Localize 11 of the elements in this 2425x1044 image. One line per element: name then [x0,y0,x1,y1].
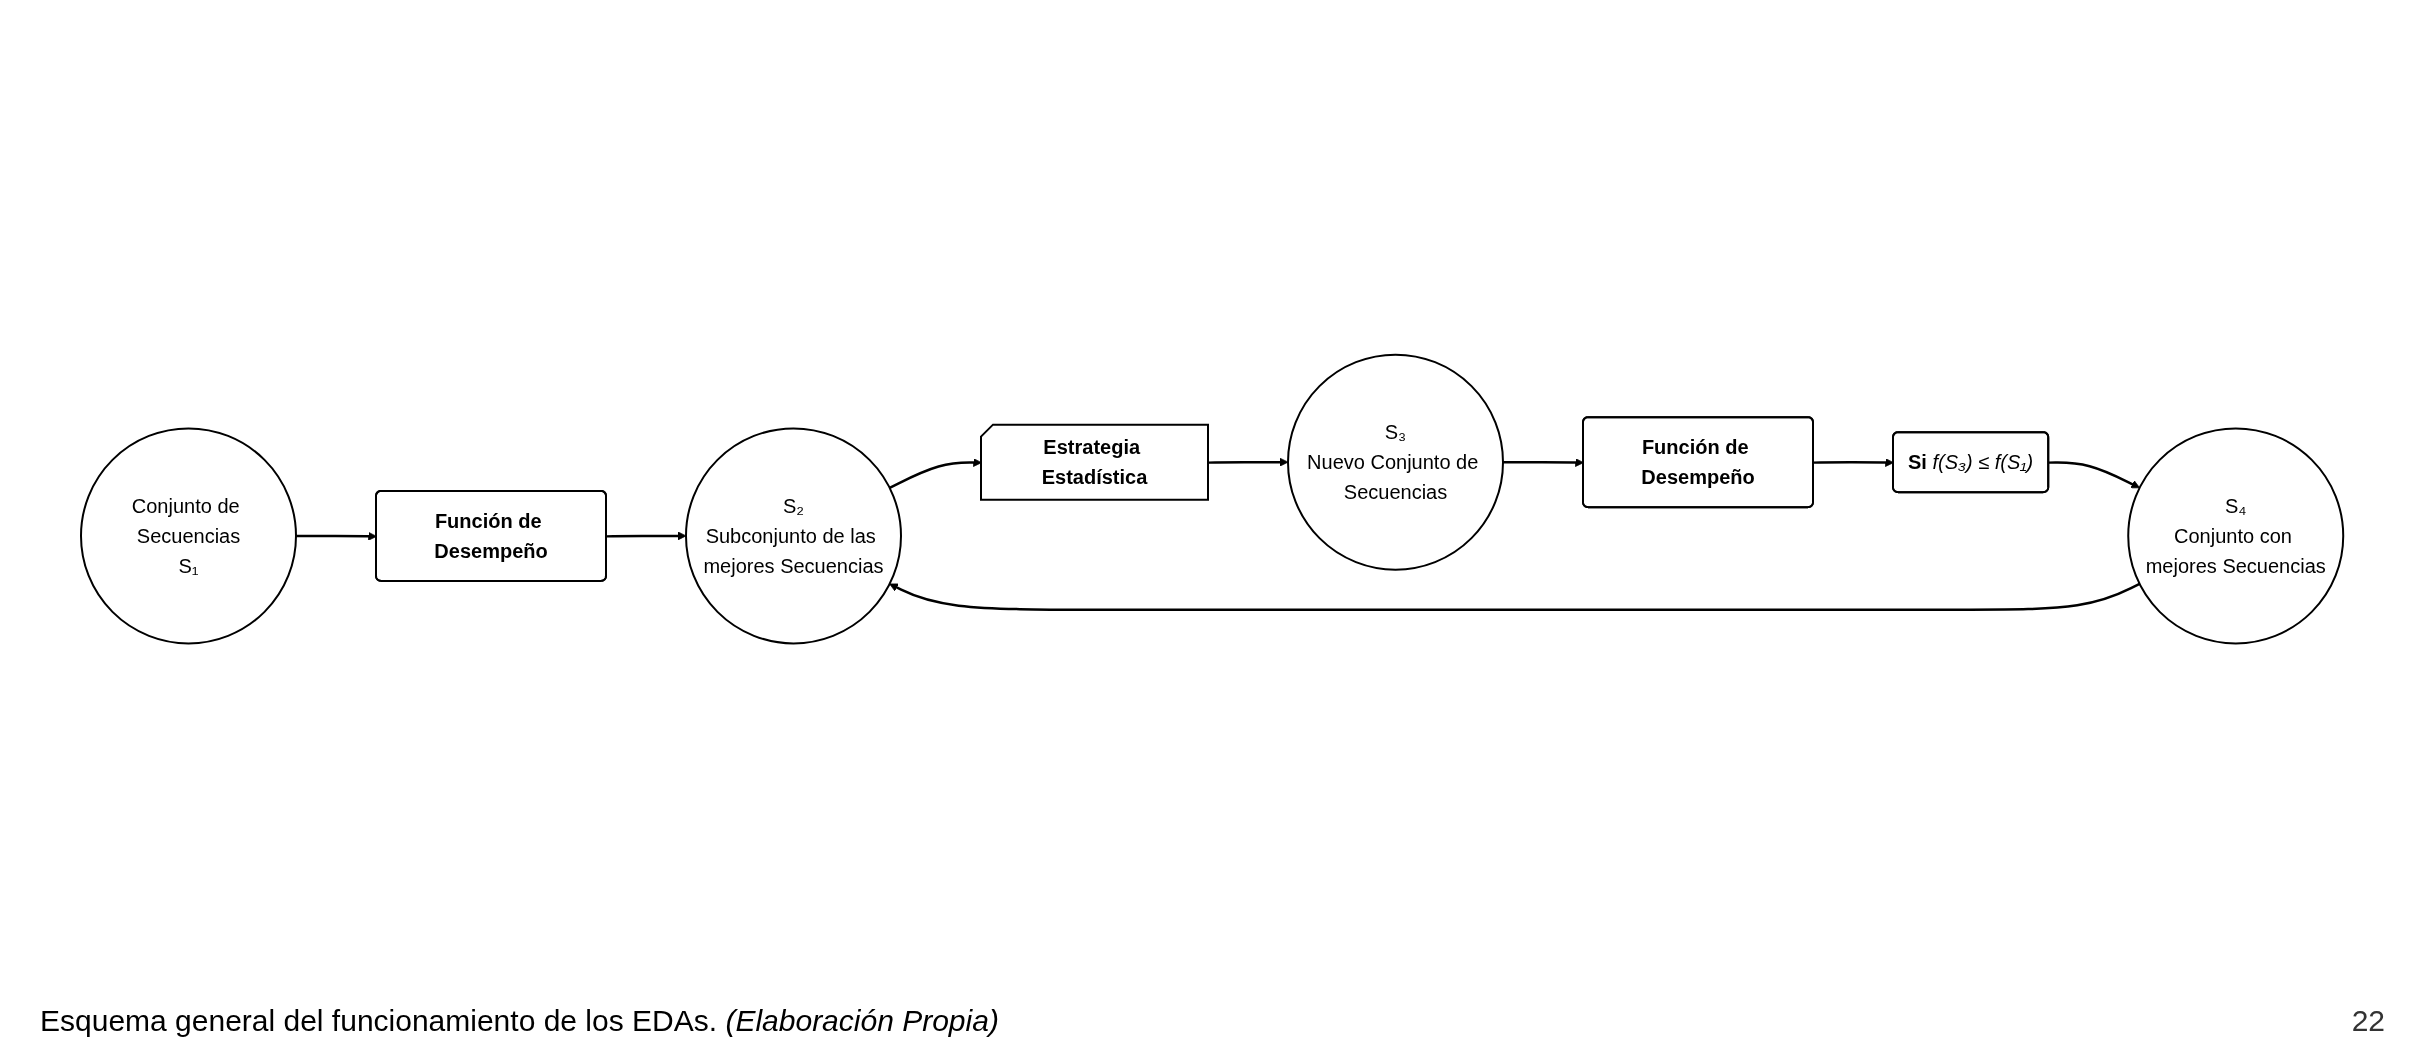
page-number: 22 [2351,1004,2385,1037]
node-circle: S₂ Subconjunto de las mejores Secuencias [685,427,903,645]
node-circle: S₃ Nuevo Conjunto de Secuencias [1287,353,1505,571]
node-circle: Conjunto de Secuencias S₁ [80,427,298,645]
arrow [2049,461,2141,489]
node-circle: S₄ Conjunto con mejores Secuencias [2127,427,2345,645]
node-text: Función de Desempeño [434,509,549,562]
arrow [1208,457,1289,467]
arrow [889,582,2141,611]
figure-caption: Esquema general del funcionamiento de los EDAs. (Elaboración Propia) [40,1004,999,1038]
arrow [606,531,687,541]
